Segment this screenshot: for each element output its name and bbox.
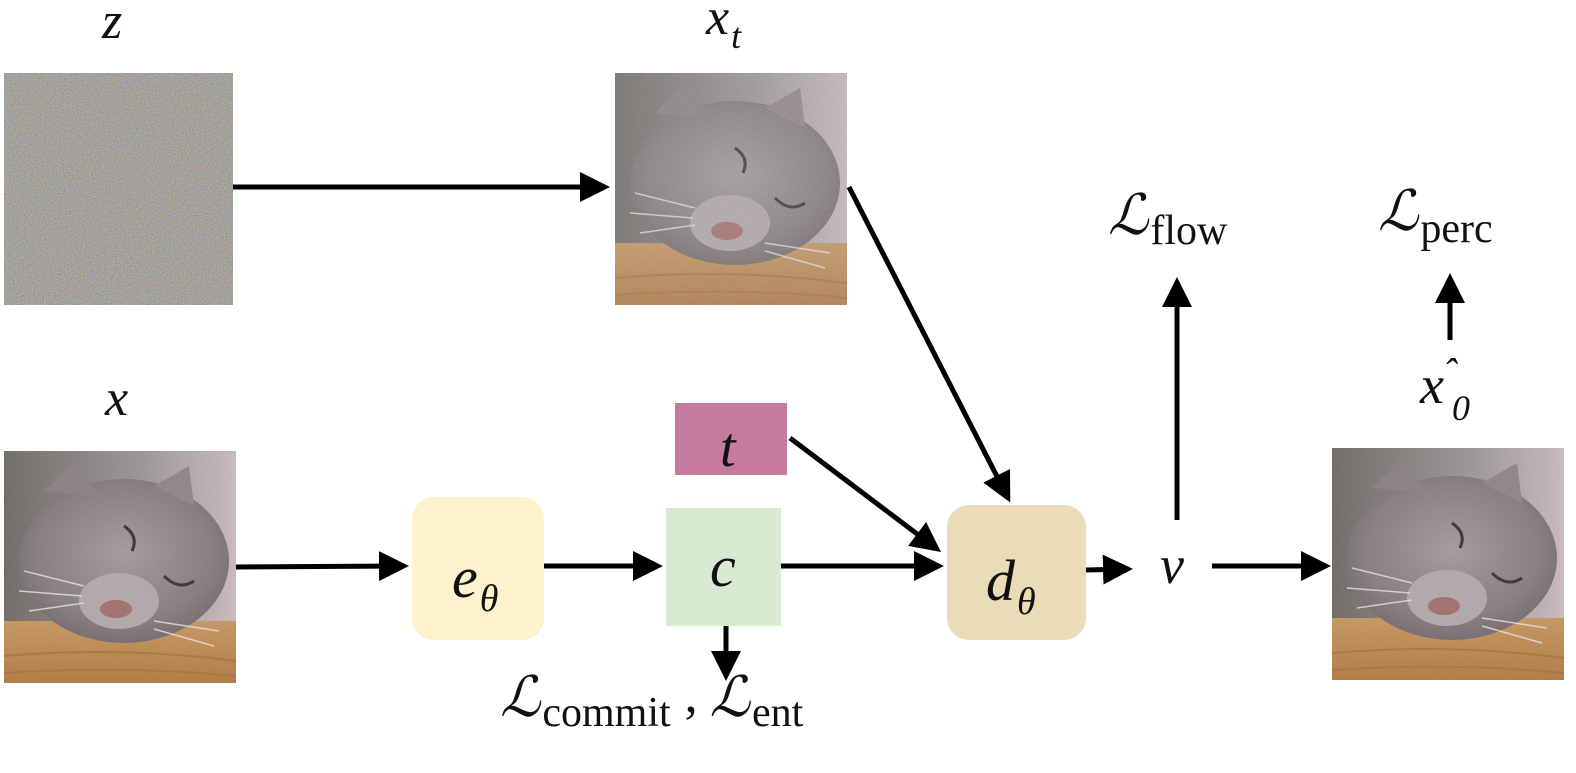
noisy-cat-image	[615, 73, 847, 305]
noise-image	[4, 73, 233, 305]
x-label: x	[104, 370, 128, 427]
arrow-t-to-decoder	[788, 436, 941, 553]
arrows	[233, 172, 1465, 681]
encoder-label: eθ	[452, 545, 498, 620]
decoder-label: dθ	[986, 548, 1036, 623]
encoder-box	[412, 497, 544, 640]
input-cat-image	[4, 451, 236, 683]
code-box	[666, 508, 781, 626]
svg-text:0: 0	[1452, 388, 1470, 428]
svg-text:x: x	[1419, 355, 1444, 415]
arrow-x-to-encoder	[235, 551, 409, 582]
reconstructed-cat-image	[1332, 448, 1564, 680]
flow-loss-label: ℒflow	[1108, 183, 1228, 254]
commit-ent-loss-label: ℒcommit,ℒent	[500, 665, 804, 736]
z-label: z	[101, 0, 122, 50]
svg-text:ˆ: ˆ	[1443, 350, 1458, 395]
t-box	[675, 403, 787, 475]
arrow-xt-to-decoder	[846, 185, 1011, 503]
code-label: c	[710, 534, 736, 599]
perc-loss-label: ℒperc	[1378, 179, 1493, 252]
recon-label: x ˆ 0	[1419, 350, 1470, 428]
velocity-label: v	[1160, 535, 1184, 595]
xt-label: xt	[705, 0, 742, 56]
decoder-box	[947, 505, 1086, 640]
t-label: t	[720, 417, 737, 479]
arrow-decoder-to-v	[1085, 554, 1133, 585]
